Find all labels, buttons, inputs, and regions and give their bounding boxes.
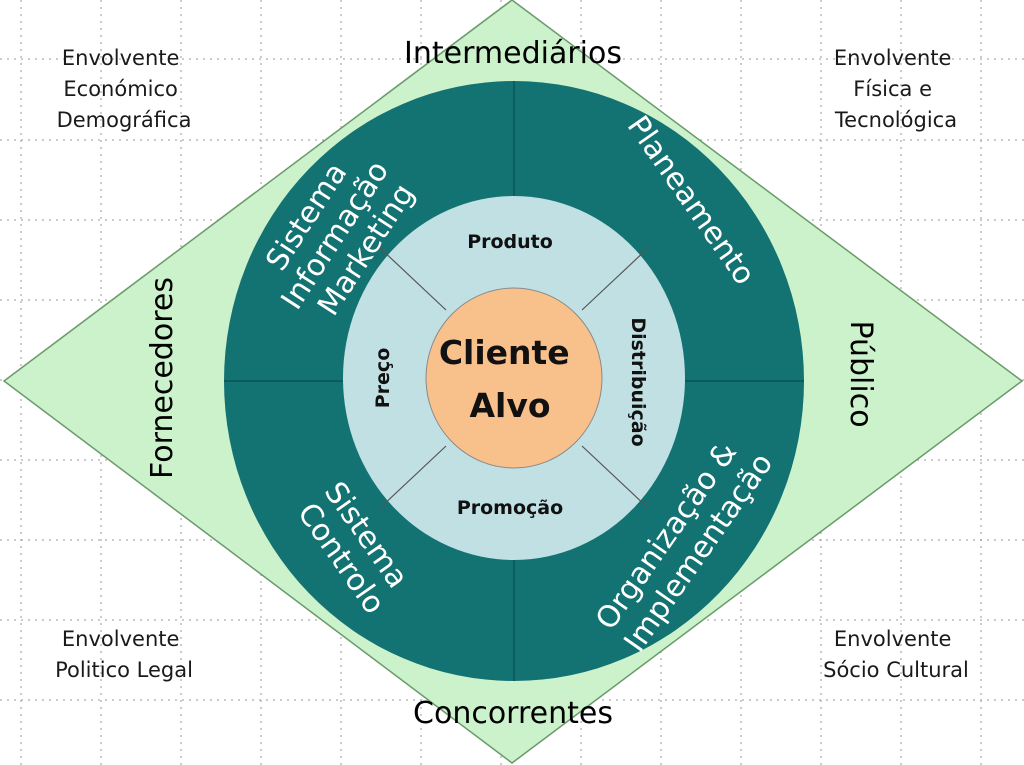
marketing-mix-dividers bbox=[379, 247, 649, 509]
mix-divider-se bbox=[581, 445, 649, 509]
environment-physical-technological: Envolvente Física e Tecnológica bbox=[834, 46, 958, 132]
env-tr-line1: Envolvente bbox=[834, 46, 952, 70]
environment-political-legal: Envolvente Politico Legal bbox=[55, 627, 193, 682]
core-label: Cliente Alvo bbox=[439, 333, 581, 425]
stakeholder-public: Público bbox=[843, 320, 878, 427]
mix-label-product: Produto bbox=[467, 231, 553, 253]
stakeholder-intermediaries: Intermediários bbox=[404, 36, 622, 71]
mix-divider-sw bbox=[379, 445, 447, 509]
target-customer-circle bbox=[425, 287, 603, 469]
core-line1: Cliente bbox=[439, 333, 570, 372]
environment-socio-cultural: Envolvente Sócio Cultural bbox=[823, 627, 969, 682]
stakeholder-competitors: Concorrentes bbox=[413, 696, 613, 731]
mix-label-distribution: Distribuição bbox=[627, 317, 649, 446]
mix-divider-nw bbox=[379, 247, 447, 311]
env-bl-line2: Politico Legal bbox=[55, 658, 193, 682]
mix-label-promotion: Promoção bbox=[457, 497, 563, 519]
env-br-line1: Envolvente bbox=[834, 627, 952, 651]
core-line2: Alvo bbox=[469, 386, 550, 425]
env-br-line2: Sócio Cultural bbox=[823, 658, 969, 682]
env-tl-line3: Demográfica bbox=[57, 108, 192, 132]
env-tl-line2: Económico bbox=[63, 77, 178, 101]
mix-label-price: Preço bbox=[372, 348, 394, 409]
stakeholder-suppliers: Fornecedores bbox=[145, 277, 180, 479]
env-tr-line3: Tecnológica bbox=[834, 108, 957, 132]
env-tr-line2: Física e bbox=[853, 77, 932, 101]
environment-economic-demographic: Envolvente Económico Demográfica bbox=[57, 46, 192, 132]
env-bl-line1: Envolvente bbox=[62, 627, 180, 651]
mix-divider-ne bbox=[581, 247, 649, 311]
env-tl-line1: Envolvente bbox=[62, 46, 180, 70]
